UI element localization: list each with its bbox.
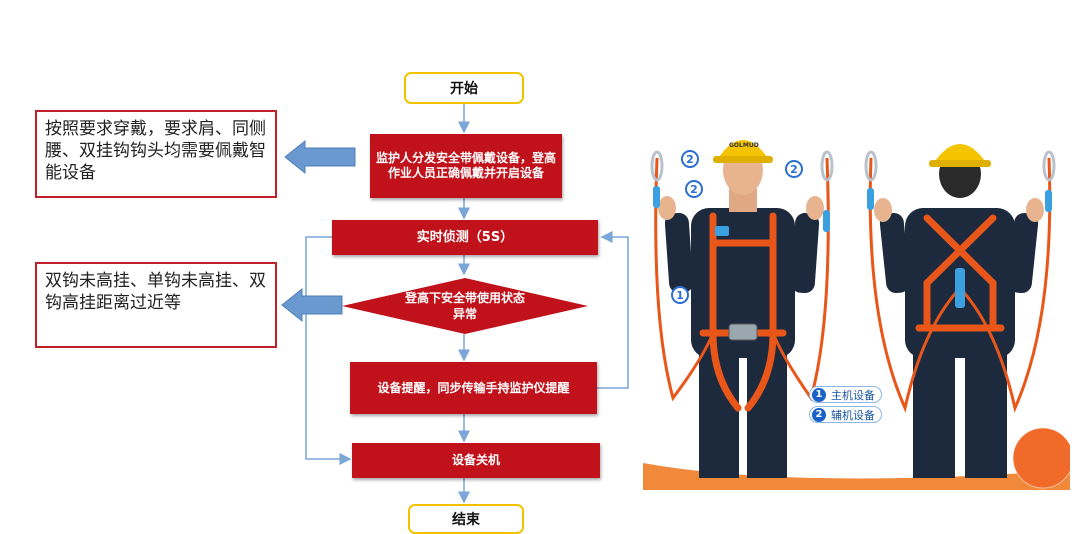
note-wearing-requirement: 按照要求穿戴，要求肩、同侧腰、双挂钩钩头均需要佩戴智能设备 — [35, 110, 277, 198]
harness-illustration — [643, 140, 1070, 490]
callout-aux-device: 2 — [785, 160, 803, 178]
note-abnormal-states: 双钩未高挂、单钩未高挂、双钩高挂距离过近等 — [35, 262, 277, 348]
legend-label: 辅机设备 — [831, 408, 875, 422]
harness-photo: GOLMUD 1 2 2 2 1 主机设备 2 辅机设备 — [643, 118, 1070, 490]
arrow-left-icon — [281, 287, 343, 323]
flow-connectors — [305, 104, 629, 504]
flow-start: 开始 — [404, 72, 524, 104]
flow-decision-diamond — [342, 278, 588, 334]
loop-left-to-shutdown — [305, 236, 352, 465]
flow-step-detect: 实时侦测（5S） — [332, 220, 598, 255]
arrow-left-icon — [284, 139, 356, 175]
flow-step-alert: 设备提醒，同步传输手持监护仪提醒 — [350, 362, 597, 414]
back-figure — [864, 144, 1056, 478]
flow-step-distribute: 监护人分发安全带佩戴设备，登高作业人员正确佩戴并开启设备 — [370, 134, 562, 198]
front-figure — [650, 140, 834, 478]
callout-main-device: 1 — [671, 286, 689, 304]
legend-number: 2 — [812, 407, 826, 422]
legend-number: 1 — [812, 387, 826, 402]
callout-aux-device: 2 — [685, 180, 703, 198]
legend-item-main-device: 1 主机设备 — [809, 386, 882, 403]
legend-label: 主机设备 — [831, 388, 875, 402]
legend-item-aux-device: 2 辅机设备 — [809, 406, 882, 423]
flow-end: 结束 — [408, 504, 524, 534]
loop-right-to-detect — [597, 231, 629, 389]
flow-step-shutdown: 设备关机 — [352, 443, 600, 478]
helmet-brand-text: GOLMUD — [729, 142, 759, 149]
callout-aux-device: 2 — [681, 150, 699, 168]
flow-decision-label: 登高下安全带使用状态异常 — [405, 291, 526, 321]
